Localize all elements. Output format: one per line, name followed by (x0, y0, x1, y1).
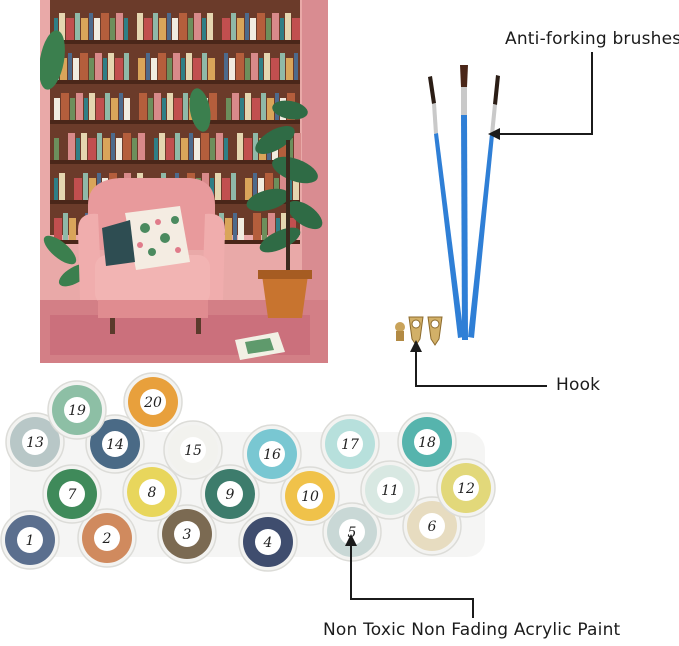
hook-hardware (395, 316, 443, 346)
paint-pot: 9 (200, 464, 260, 524)
paint-pot: 4 (238, 512, 298, 572)
paint-pot-number: 15 (184, 443, 202, 459)
paint-pot-number: 5 (348, 525, 357, 541)
paint-label: Non Toxic Non Fading Acrylic Paint (323, 620, 621, 640)
paint-pot-number: 2 (102, 531, 112, 547)
hanger-left-icon (408, 316, 424, 346)
paint-pot: 10 (280, 466, 340, 526)
paint-pot: 18 (397, 412, 457, 472)
paint-pot-number: 3 (183, 527, 192, 543)
paint-pot: 16 (242, 424, 302, 484)
paint-pot: 15 (163, 420, 223, 480)
paint-pot: 7 (42, 464, 102, 524)
brushes-arrow-icon (488, 128, 500, 140)
paint-pot-number: 1 (26, 533, 35, 549)
paint-pot: 19 (47, 380, 107, 440)
screw-icon (395, 322, 405, 341)
brushes-leader-vertical (591, 52, 593, 135)
paint-pot: 13 (5, 412, 65, 472)
paint-leader-horizontal (350, 598, 474, 600)
paint-pot: 8 (122, 462, 182, 522)
paint-pot-number: 12 (457, 481, 475, 497)
hanger-right-icon (427, 316, 443, 346)
paint-pot-number: 17 (341, 437, 359, 453)
paint-pot-number: 18 (418, 435, 436, 451)
paint-leader-right (472, 598, 474, 618)
paint-pot: 17 (320, 414, 380, 474)
reading-nook-painting (40, 0, 328, 363)
paint-pot: 14 (85, 414, 145, 474)
paint-pot-number: 10 (301, 489, 319, 505)
paint-pot: 11 (360, 460, 420, 520)
paint-pot: 6 (402, 496, 462, 556)
paint-pot-number: 14 (106, 437, 124, 453)
paint-arrow-icon (345, 534, 357, 546)
hook-label: Hook (556, 375, 601, 395)
paint-pot-number: 11 (381, 483, 399, 499)
paint-pot-number: 20 (143, 395, 162, 411)
paint-pot-number: 9 (226, 487, 235, 503)
paint-pot-number: 16 (263, 447, 281, 463)
paint-pot: 20 (123, 372, 183, 432)
hook-leader-vertical (415, 346, 417, 386)
paint-pot-number: 8 (148, 485, 157, 501)
paint-pot: 12 (436, 458, 496, 518)
brush-left (428, 76, 464, 338)
paint-pot: 1 (0, 510, 60, 570)
paint-pot-number: 13 (26, 435, 44, 451)
paint-pot-number: 6 (428, 519, 437, 535)
brushes-leader-horizontal (492, 133, 592, 135)
paint-pot-number: 7 (68, 487, 77, 503)
paint-pot: 2 (77, 508, 137, 568)
paint-leader-vertical (350, 540, 352, 599)
paint-pot-number: 4 (263, 535, 273, 551)
hook-leader-horizontal (415, 385, 547, 387)
brush-middle (460, 65, 468, 340)
paint-pot-number: 19 (68, 403, 86, 419)
paint-pot: 5 (322, 502, 382, 562)
paint-pot: 3 (157, 504, 217, 564)
paint-brushes (428, 65, 500, 340)
brush-right (468, 75, 500, 338)
brushes-label: Anti-forking brushes (505, 29, 679, 49)
hook-arrow-icon (410, 340, 422, 352)
